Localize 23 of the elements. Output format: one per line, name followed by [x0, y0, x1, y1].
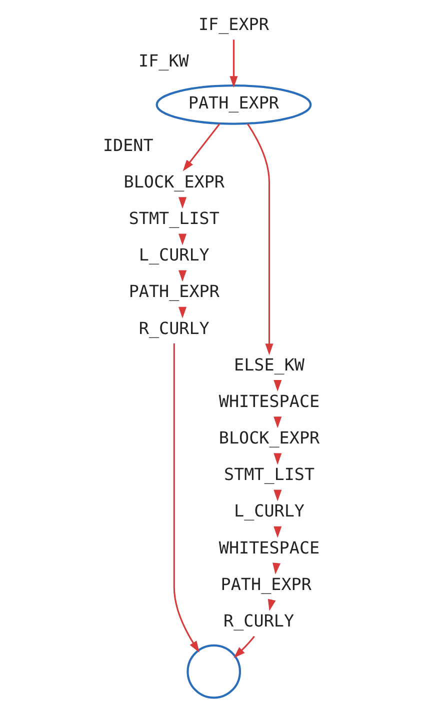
node-text: BLOCK_EXPR — [218, 428, 320, 448]
node-text: STMT_LIST — [128, 208, 220, 228]
arrow — [230, 40, 238, 88]
arrow — [173, 343, 200, 652]
arrow — [182, 123, 220, 172]
node-text: IF_EXPR — [198, 14, 269, 34]
node-text: R_CURLY — [224, 610, 294, 630]
node-text: PATH_EXPR — [220, 574, 312, 594]
node-text: L_CURLY — [138, 244, 210, 265]
node-text: WHITESPACE — [218, 390, 320, 411]
node-text: ELSE_KW — [234, 354, 304, 374]
arrow — [246, 123, 274, 356]
node-text: R_CURLY — [138, 318, 210, 338]
node-text: PATH_EXPR — [128, 281, 220, 302]
node-text: IDENT — [102, 134, 154, 155]
node-text: IF_KW — [138, 50, 189, 70]
node-text: BLOCK_EXPR — [124, 171, 224, 192]
node-text: STMT_LIST — [224, 464, 315, 484]
node-text: WHITESPACE — [218, 537, 320, 558]
node-text: L_CURLY — [234, 500, 304, 521]
node-circle — [186, 644, 242, 699]
arrow — [234, 636, 255, 658]
node-ellipse: PATH_EXPR — [156, 84, 312, 125]
